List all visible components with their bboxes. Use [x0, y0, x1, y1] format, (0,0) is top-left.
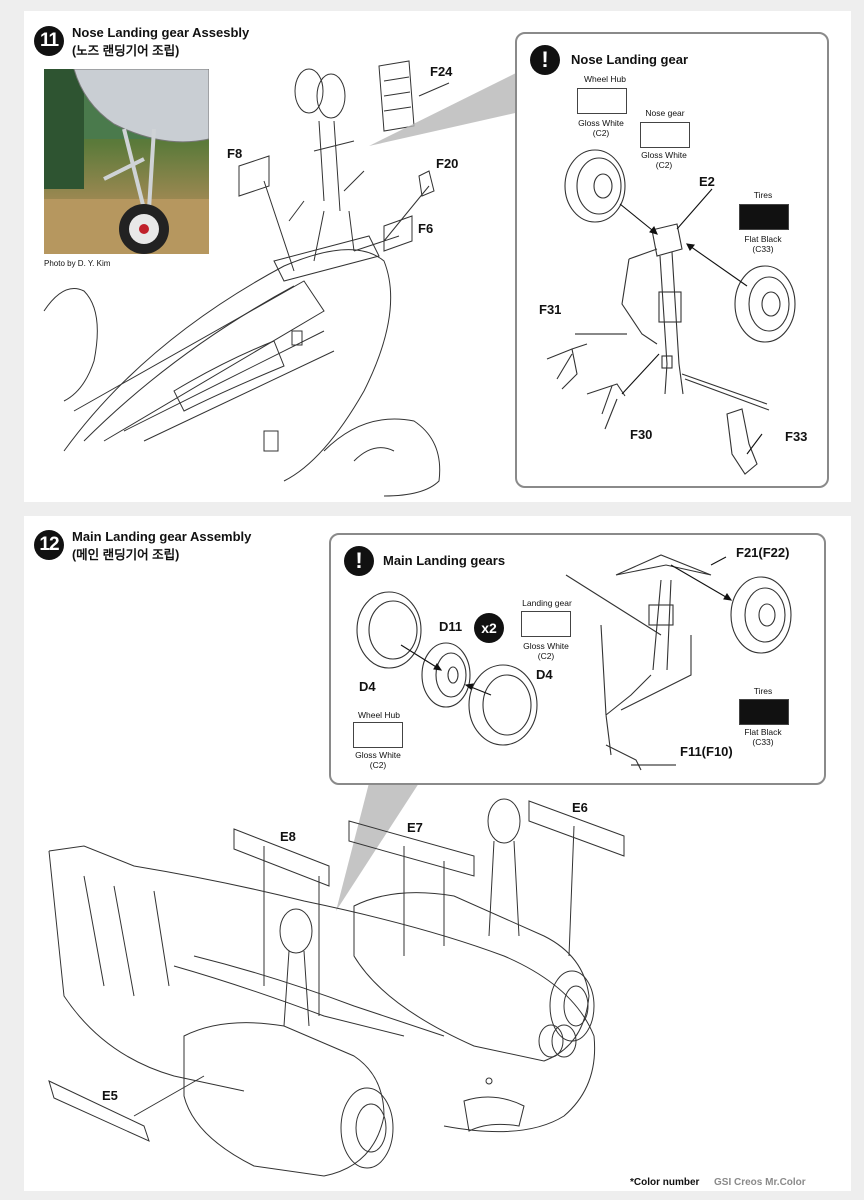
part-label-f20: F20 [436, 156, 459, 171]
attention-icon: ! [344, 546, 374, 576]
part-label-d4-right: D4 [536, 667, 553, 682]
attention-icon: ! [530, 45, 560, 75]
callout-title: Nose Landing gear [571, 52, 689, 67]
wheel-hub-label: Wheel Hub [583, 74, 627, 84]
step-11-panel: 11 Nose Landing gear Assesbly (노즈 랜딩기어 조… [24, 11, 851, 502]
tires-color: Flat Black [744, 234, 782, 244]
step-12-panel: 12 Main Landing gear Assembly (메인 랜딩기어 조… [24, 516, 851, 1191]
part-label-e5: E5 [102, 1088, 118, 1103]
landing-gear-color: Gloss White [523, 641, 569, 651]
part-label-e7: E7 [407, 820, 423, 835]
tires-swatch [739, 204, 789, 230]
part-label-e8: E8 [280, 829, 296, 844]
callout-title: Main Landing gears [383, 553, 506, 568]
step-12-title: Main Landing gear Assembly [72, 529, 252, 544]
part-label-f24: F24 [430, 64, 453, 79]
landing-gear-swatch [521, 611, 571, 637]
part-label-d11: D11 [439, 619, 463, 634]
tires-code: (C33) [752, 737, 774, 747]
nose-gear-callout: ! Nose Landing gear Wheel Hub Gloss Whit… [515, 32, 829, 488]
tires-label: Tires [753, 686, 773, 696]
step-11-title: Nose Landing gear Assesbly [72, 25, 250, 40]
landing-gear-code: (C2) [537, 651, 555, 661]
part-label-d4-left: D4 [359, 679, 376, 694]
main-gear-detail-drawing [356, 554, 792, 771]
wheel-hub-swatch [577, 88, 627, 114]
part-label-f8: F8 [227, 146, 243, 161]
part-label-e6: E6 [572, 800, 588, 815]
part-label-e2: E2 [699, 174, 715, 189]
nose-gear-detail-drawing [546, 149, 796, 475]
step-12-subtitle: (메인 랜딩기어 조립) [72, 548, 180, 562]
wheel-hub-swatch [353, 722, 403, 748]
tires-swatch [739, 699, 789, 725]
part-label-f6: F6 [418, 221, 434, 236]
main-gear-line-drawing [48, 783, 625, 1177]
photo-credit: Photo by D. Y. Kim [44, 259, 111, 268]
part-label-f33: F33 [785, 429, 808, 444]
wheel-hub-color: Gloss White [578, 118, 624, 128]
wheel-hub-color: Gloss White [355, 750, 401, 760]
quantity-x2-badge: x2 [474, 613, 504, 643]
part-label-f31: F31 [539, 302, 562, 317]
nose-gear-color: Gloss White [641, 150, 687, 160]
part-label-f11-f10: F11(F10) [680, 744, 733, 759]
color-number-note: *Color number [630, 1177, 700, 1188]
main-gear-callout: ! Main Landing gears x2 Landing gear Glo… [329, 533, 826, 785]
step-11-number: 11 [34, 26, 64, 56]
wheel-hub-code: (C2) [592, 128, 610, 138]
nose-gear-swatch [640, 122, 690, 148]
wheel-hub-code: (C2) [369, 760, 387, 770]
wheel-hub-label: Wheel Hub [357, 710, 401, 720]
nose-gear-label: Nose gear [645, 108, 685, 118]
landing-gear-label: Landing gear [522, 598, 572, 608]
reference-photo [44, 69, 209, 254]
part-label-f21-f22: F21(F22) [736, 545, 790, 560]
step-12-number: 12 [34, 530, 64, 560]
color-brand-note: GSI Creos Mr.Color [714, 1177, 806, 1188]
aircraft-nose-photo-drawing [44, 69, 209, 254]
tires-label: Tires [753, 190, 773, 200]
tires-code: (C33) [752, 244, 774, 254]
step-11-subtitle: (노즈 랜딩기어 조립) [72, 44, 180, 58]
nose-section-line-drawing [43, 60, 524, 497]
tires-color: Flat Black [744, 727, 782, 737]
nose-gear-code: (C2) [655, 160, 673, 170]
part-label-f30: F30 [630, 427, 653, 442]
